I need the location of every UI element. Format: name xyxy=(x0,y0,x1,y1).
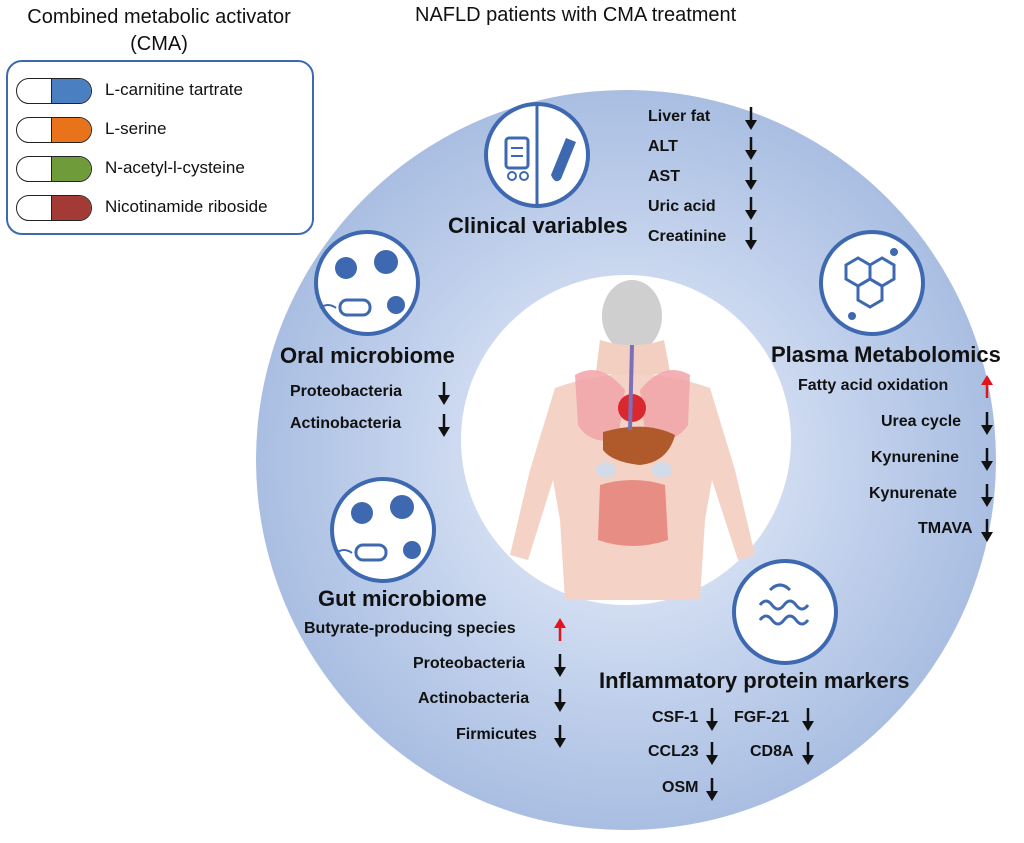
oral-title: Oral microbiome xyxy=(280,343,455,368)
gut-title: Gut microbiome xyxy=(318,586,487,611)
legend-item: Nicotinamide riboside xyxy=(8,189,308,223)
gut-item: Butyrate-producing species xyxy=(304,620,516,637)
protein-icon xyxy=(732,559,838,665)
plasma-item: Kynurenate xyxy=(869,485,958,502)
clinical-item: Uric acid xyxy=(648,198,716,215)
capsule-color xyxy=(51,196,91,220)
oral-item: Proteobacteria xyxy=(290,383,403,400)
inflammatory-title: Inflammatory protein markers xyxy=(599,668,910,693)
down-arrow-icon xyxy=(802,708,814,731)
capsule-icon xyxy=(16,195,92,221)
up-arrow-icon xyxy=(981,375,993,398)
bacteria-icon-oral xyxy=(314,230,420,336)
legend-label: L-serine xyxy=(105,119,167,138)
down-arrow-icon xyxy=(745,167,757,190)
clinical-monitor-and-test-tube-icon xyxy=(484,102,590,208)
down-arrow-icon xyxy=(438,382,450,405)
legend-label: Nicotinamide riboside xyxy=(105,197,268,216)
down-arrow-icon xyxy=(802,742,814,765)
human-body-icon xyxy=(510,280,755,600)
capsule-icon xyxy=(16,117,92,143)
clinical-item: AST xyxy=(648,168,680,185)
down-arrow-icon xyxy=(981,484,993,507)
down-arrow-icon xyxy=(554,725,566,748)
legend-label: L-carnitine tartrate xyxy=(105,80,243,99)
cma-title-line2: (CMA) xyxy=(130,33,188,55)
down-arrow-icon xyxy=(554,654,566,677)
inflammatory-item: OSM xyxy=(662,779,699,796)
arrow-layer xyxy=(438,107,993,801)
down-arrow-icon xyxy=(554,689,566,712)
plasma-item: Urea cycle xyxy=(881,413,962,430)
down-arrow-icon xyxy=(745,197,757,220)
down-arrow-icon xyxy=(745,227,757,250)
plasma-title: Plasma Metabolomics xyxy=(771,342,1001,367)
capsule-color xyxy=(51,118,91,142)
molecule-icon xyxy=(819,230,925,336)
down-arrow-icon xyxy=(706,708,718,731)
clinical-title: Clinical variables xyxy=(448,213,628,238)
plasma-item: TMAVA xyxy=(918,520,973,537)
legend-item: L-carnitine tartrate xyxy=(8,72,308,106)
inflammatory-item: CSF-1 xyxy=(652,709,699,726)
down-arrow-icon xyxy=(981,412,993,435)
legend-item: N-acetyl-l-cysteine xyxy=(8,150,308,184)
gut-item: Actinobacteria xyxy=(418,690,530,707)
cma-title-line1: Combined metabolic activator xyxy=(27,6,291,28)
inflammatory-item: CD8A xyxy=(750,743,794,760)
down-arrow-icon xyxy=(745,137,757,160)
gut-item: Proteobacteria xyxy=(413,655,526,672)
down-arrow-icon xyxy=(745,107,757,130)
capsule-color xyxy=(51,79,91,103)
plasma-item: Fatty acid oxidation xyxy=(798,377,949,394)
down-arrow-icon xyxy=(706,742,718,765)
main-title: NAFLD patients with CMA treatment xyxy=(415,4,737,26)
capsule-icon xyxy=(16,78,92,104)
cma-title: Combined metabolic activator (CMA) xyxy=(0,4,318,58)
bacteria-icon-gut xyxy=(330,477,436,583)
up-arrow-icon xyxy=(554,618,566,641)
capsule-icon xyxy=(16,156,92,182)
down-arrow-icon xyxy=(981,519,993,542)
inflammatory-item: FGF-21 xyxy=(734,709,790,726)
gut-item: Firmicutes xyxy=(456,726,537,743)
capsule-color xyxy=(51,157,91,181)
cma-legend: L-carnitine tartrate L-serine N-acetyl-l… xyxy=(6,60,314,235)
clinical-item: ALT xyxy=(648,138,678,155)
down-arrow-icon xyxy=(981,448,993,471)
inflammatory-item: CCL23 xyxy=(648,743,699,760)
down-arrow-icon xyxy=(706,778,718,801)
clinical-item: Creatinine xyxy=(648,228,727,245)
down-arrow-icon xyxy=(438,414,450,437)
legend-item: L-serine xyxy=(8,111,308,145)
clinical-item: Liver fat xyxy=(648,108,711,125)
plasma-item: Kynurenine xyxy=(871,449,960,466)
legend-label: N-acetyl-l-cysteine xyxy=(105,158,245,177)
oral-item: Actinobacteria xyxy=(290,415,402,432)
